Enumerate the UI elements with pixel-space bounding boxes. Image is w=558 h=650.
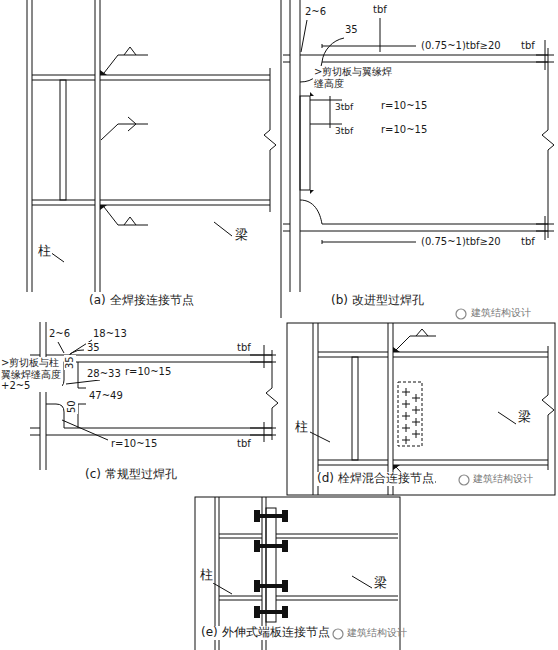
break-line [542, 48, 554, 238]
filled-work [100, 70, 400, 618]
column [283, 0, 300, 292]
panel-separator [281, 0, 282, 318]
column [30, 322, 46, 470]
dimension: 3tbf [334, 126, 354, 136]
weld-symbol [101, 47, 148, 225]
panel-zone [352, 357, 358, 460]
dimension: tbf [236, 438, 252, 450]
watermark: 建筑结构设计 [346, 627, 408, 639]
watermark-icon [456, 309, 466, 319]
watermark-icon [459, 475, 469, 485]
dimension: r=10~15 [380, 124, 428, 136]
part-name: 柱 [294, 420, 309, 435]
figure-caption: (c) 常规型过焊孔 [84, 468, 178, 482]
watermark: 建筑结构设计 [472, 473, 534, 485]
beam [46, 355, 272, 435]
break-line [266, 350, 278, 440]
beam [393, 352, 548, 465]
part-name: 柱 [199, 568, 214, 583]
fillet-weld [100, 70, 400, 470]
continuity-plate [32, 75, 95, 205]
leader-line [310, 412, 516, 442]
figure-caption: (b) 改进型过焊孔 [330, 294, 425, 308]
beam [100, 75, 270, 205]
dimension: tbf [236, 342, 252, 354]
dimension: tbf [520, 236, 536, 248]
dimension: 3tbf [334, 102, 354, 112]
dimension: tbf [520, 40, 536, 52]
part-name: 柱 [37, 244, 52, 259]
bolt [402, 388, 420, 444]
beam [276, 534, 398, 600]
part-name: 梁 [517, 410, 532, 425]
break-line [542, 346, 554, 470]
bolt [254, 510, 288, 618]
part-name: 梁 [234, 228, 249, 243]
shear-plate [300, 96, 310, 190]
dimension-line [301, 18, 554, 244]
watermark-icon [333, 629, 343, 639]
end-plate [266, 508, 276, 622]
column [27, 0, 100, 292]
column [313, 323, 393, 495]
dimension: 2~6 [48, 328, 71, 340]
figure-caption: (e) 外伸式端板连接节点 [200, 626, 331, 640]
shear-plate [398, 382, 422, 446]
note: >剪切板与翼缘焊缝高度 [313, 66, 395, 89]
note: >剪切板与柱翼缘焊缝高度+2~5 [0, 357, 62, 392]
dimension: r=10~15 [124, 366, 172, 378]
dimension: 47~49 [88, 390, 124, 402]
leader-line [50, 222, 232, 262]
dimension: (0.75~1)tbf≥20 [420, 40, 502, 52]
beam [300, 55, 548, 231]
dimension: r=10~15 [380, 100, 428, 112]
dimension: 35 [86, 342, 101, 354]
dimension: 35 [64, 355, 76, 370]
dimension: 50 [66, 399, 78, 414]
weld-symbol [396, 329, 436, 482]
line-work [27, 0, 555, 650]
dimension: (0.75~1)tbf≥20 [420, 236, 502, 248]
panel-frame [287, 323, 555, 495]
dimension: 28~33 [86, 368, 122, 380]
watermark: 建筑结构设计 [470, 307, 532, 319]
dimension: tbf [372, 4, 388, 16]
figure-caption: (a) 全焊接连接节点 [88, 294, 195, 308]
dimension: r=10~15 [110, 438, 158, 450]
dimension-line [58, 340, 276, 442]
break-line [264, 68, 276, 212]
part-name: 梁 [373, 576, 388, 591]
dimension: 2~6 [304, 6, 327, 18]
dimension: 18~13 [92, 328, 128, 340]
figure-caption: (d) 栓焊混合连接节点 [316, 472, 435, 486]
dimension: 35 [344, 24, 359, 36]
panel-zone [60, 80, 66, 200]
leader-line [213, 576, 372, 594]
